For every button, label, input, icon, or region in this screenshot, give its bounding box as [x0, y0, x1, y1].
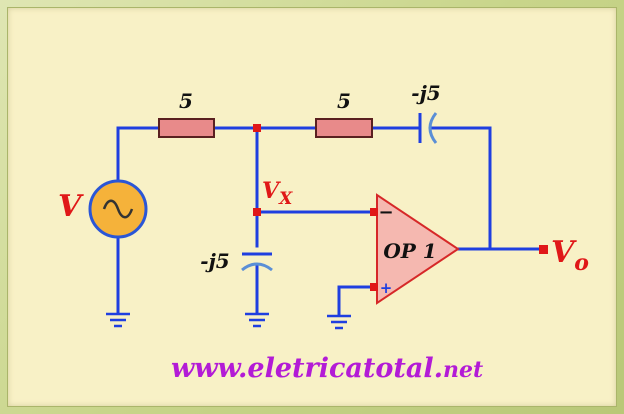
label-source: V [58, 189, 84, 224]
wires [116, 126, 544, 316]
label-opamp: OP 1 [383, 239, 436, 263]
node-output [539, 245, 548, 254]
wire-plus-ground [337, 285, 378, 316]
minus-sign: − [378, 202, 393, 223]
capacitor-top [418, 112, 438, 144]
node-top [253, 124, 261, 132]
label-vx: VX [262, 178, 293, 209]
label-cap-top: -j5 [411, 81, 440, 105]
label-r2: 5 [337, 89, 351, 113]
wire-cap-output [430, 126, 492, 251]
ac-source [88, 179, 148, 239]
node-plus-input [370, 283, 378, 291]
ground-icon [106, 312, 130, 328]
website-url[interactable]: www.eletricatotal.net [171, 353, 483, 384]
ground-icon [245, 312, 269, 328]
ground-symbols [106, 312, 351, 330]
plus-sign: + [380, 279, 393, 297]
label-r1: 5 [179, 89, 193, 113]
nodes [253, 124, 548, 291]
node-minus-input [370, 208, 378, 216]
capacitor-bottom [241, 252, 273, 272]
label-vo: Vo [551, 235, 589, 276]
label-cap-bottom: -j5 [200, 249, 229, 273]
sine-wave-icon [102, 199, 134, 219]
resistor-r2 [315, 118, 373, 138]
node-vx [253, 208, 261, 216]
op-amp [376, 193, 460, 305]
ground-icon [327, 314, 351, 330]
wire-source-top [116, 126, 162, 182]
resistor-r1 [158, 118, 215, 138]
